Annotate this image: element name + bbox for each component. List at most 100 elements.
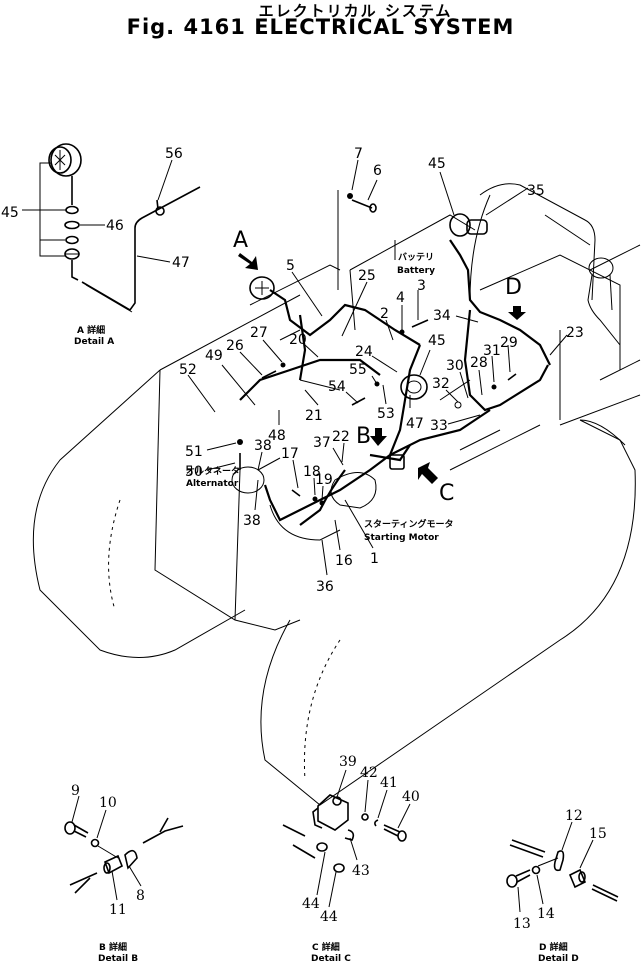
- battery-label: Battery: [397, 266, 435, 276]
- detail-b-caption: Detail B: [98, 954, 138, 964]
- washer-icon: [399, 329, 405, 335]
- washer-icon: [64, 220, 80, 230]
- callout-55: 55: [349, 362, 367, 378]
- relay-icon: [312, 794, 349, 831]
- bolt-icon: [64, 821, 89, 838]
- svg-text:A: A: [233, 228, 248, 253]
- terminal-cover-icon: [316, 842, 328, 852]
- callout-44: 44: [320, 909, 338, 925]
- callout-25: 25: [358, 268, 376, 284]
- view-marker-a: A: [233, 228, 258, 270]
- alternator-icon: [231, 466, 265, 494]
- washer-icon: [361, 813, 369, 821]
- callout-45: 45: [1, 205, 19, 221]
- detail-b-caption-jp: B 詳細: [99, 941, 127, 953]
- components: [231, 193, 517, 509]
- bolt-icon: [291, 489, 301, 497]
- lock-washer-icon: [65, 235, 79, 245]
- callout-38: 38: [254, 438, 272, 454]
- bolt-icon: [383, 824, 407, 842]
- callout-54: 54: [328, 379, 346, 395]
- machine-outline: [32, 183, 641, 806]
- svg-text:D: D: [505, 275, 522, 300]
- callout-26: 26: [226, 338, 244, 354]
- callout-50: 50: [185, 464, 203, 480]
- callout-12: 12: [565, 808, 583, 824]
- washer-icon: [90, 838, 100, 848]
- callout-56: 56: [165, 146, 183, 162]
- starting-motor-label: Starting Motor: [364, 533, 439, 543]
- bolt-icon: [506, 869, 531, 888]
- callout-47: 47: [406, 416, 424, 432]
- sleeve-icon: [568, 868, 587, 889]
- callout-5: 5: [286, 258, 295, 274]
- callout-19: 19: [315, 472, 333, 488]
- callout-35: 35: [527, 183, 545, 199]
- callout-15: 15: [589, 826, 607, 842]
- callout-28: 28: [470, 355, 488, 371]
- callout-53: 53: [377, 406, 395, 422]
- callout-44: 44: [302, 896, 320, 912]
- callout-37: 37: [313, 435, 331, 451]
- callout-2: 2: [380, 306, 389, 322]
- callout-22: 22: [332, 429, 350, 445]
- view-marker-c: C: [418, 462, 454, 506]
- callout-9: 9: [71, 783, 80, 799]
- callout-42: 42: [360, 765, 378, 781]
- callout-10: 10: [99, 795, 117, 811]
- figure-title: Fig. 4161 ELECTRICAL SYSTEM: [126, 15, 515, 39]
- horn-icon: [449, 213, 488, 237]
- callout-52: 52: [179, 362, 197, 378]
- washer-icon: [312, 496, 318, 502]
- detail-c-caption-jp: C 詳細: [312, 941, 340, 953]
- callout-13: 13: [513, 916, 531, 932]
- callout-49: 49: [205, 348, 223, 364]
- clamp-icon: [124, 849, 138, 870]
- callout-51: 51: [185, 444, 203, 460]
- callout-24: 24: [355, 344, 373, 360]
- detail-d-caption: Detail D: [538, 954, 579, 964]
- arrow-icon: [418, 462, 438, 484]
- alternator-label-jp: オルタネータ: [186, 465, 240, 477]
- callout-41: 41: [380, 775, 398, 791]
- detail-d-caption-jp: D 詳細: [539, 941, 568, 953]
- bolt-icon: [411, 319, 429, 328]
- bolt-icon: [351, 199, 377, 213]
- detail-c: 39 40 41 42 43 44 44 C 詳細 Detail C: [282, 754, 420, 964]
- callout-3: 3: [417, 278, 426, 294]
- callout-21: 21: [305, 408, 323, 424]
- callout-16: 16: [335, 553, 353, 569]
- washer-icon: [347, 193, 353, 199]
- callout-34: 34: [433, 308, 451, 324]
- callout-7: 7: [354, 146, 363, 162]
- callout-11: 11: [109, 902, 127, 918]
- work-light-icon: [249, 276, 275, 300]
- main-callouts: 1 2 3 4 5 6 7 16 17 18 19 20: [179, 146, 584, 595]
- alternator-label: Alternator: [186, 479, 239, 489]
- clamp-icon: [553, 850, 565, 872]
- bolt-icon: [261, 370, 277, 379]
- lock-washer-icon: [531, 865, 541, 875]
- callout-45: 45: [428, 156, 446, 172]
- work-light-icon: [48, 143, 82, 205]
- bolt-icon: [351, 397, 366, 406]
- callout-8: 8: [136, 888, 145, 904]
- washer-icon: [319, 500, 325, 506]
- figure-title-japanese: エレクトリカル システム: [258, 2, 453, 20]
- bolt-icon: [507, 373, 517, 381]
- callout-27: 27: [250, 325, 268, 341]
- callout-23: 23: [566, 325, 584, 341]
- detail-a-caption-jp: A 詳細: [77, 324, 105, 336]
- wiring-harness: [239, 239, 551, 541]
- callout-30: 30: [446, 358, 464, 374]
- arrow-icon: [508, 306, 526, 320]
- horn-icon: [400, 374, 428, 400]
- callout-17: 17: [281, 446, 299, 462]
- detail-b: 9 10 8 11 B 詳細 Detail B: [64, 783, 184, 964]
- callout-39: 39: [339, 754, 357, 770]
- callout-6: 6: [373, 163, 382, 179]
- callout-29: 29: [500, 335, 518, 351]
- callout-14: 14: [537, 906, 555, 922]
- callout-1: 1: [370, 551, 379, 567]
